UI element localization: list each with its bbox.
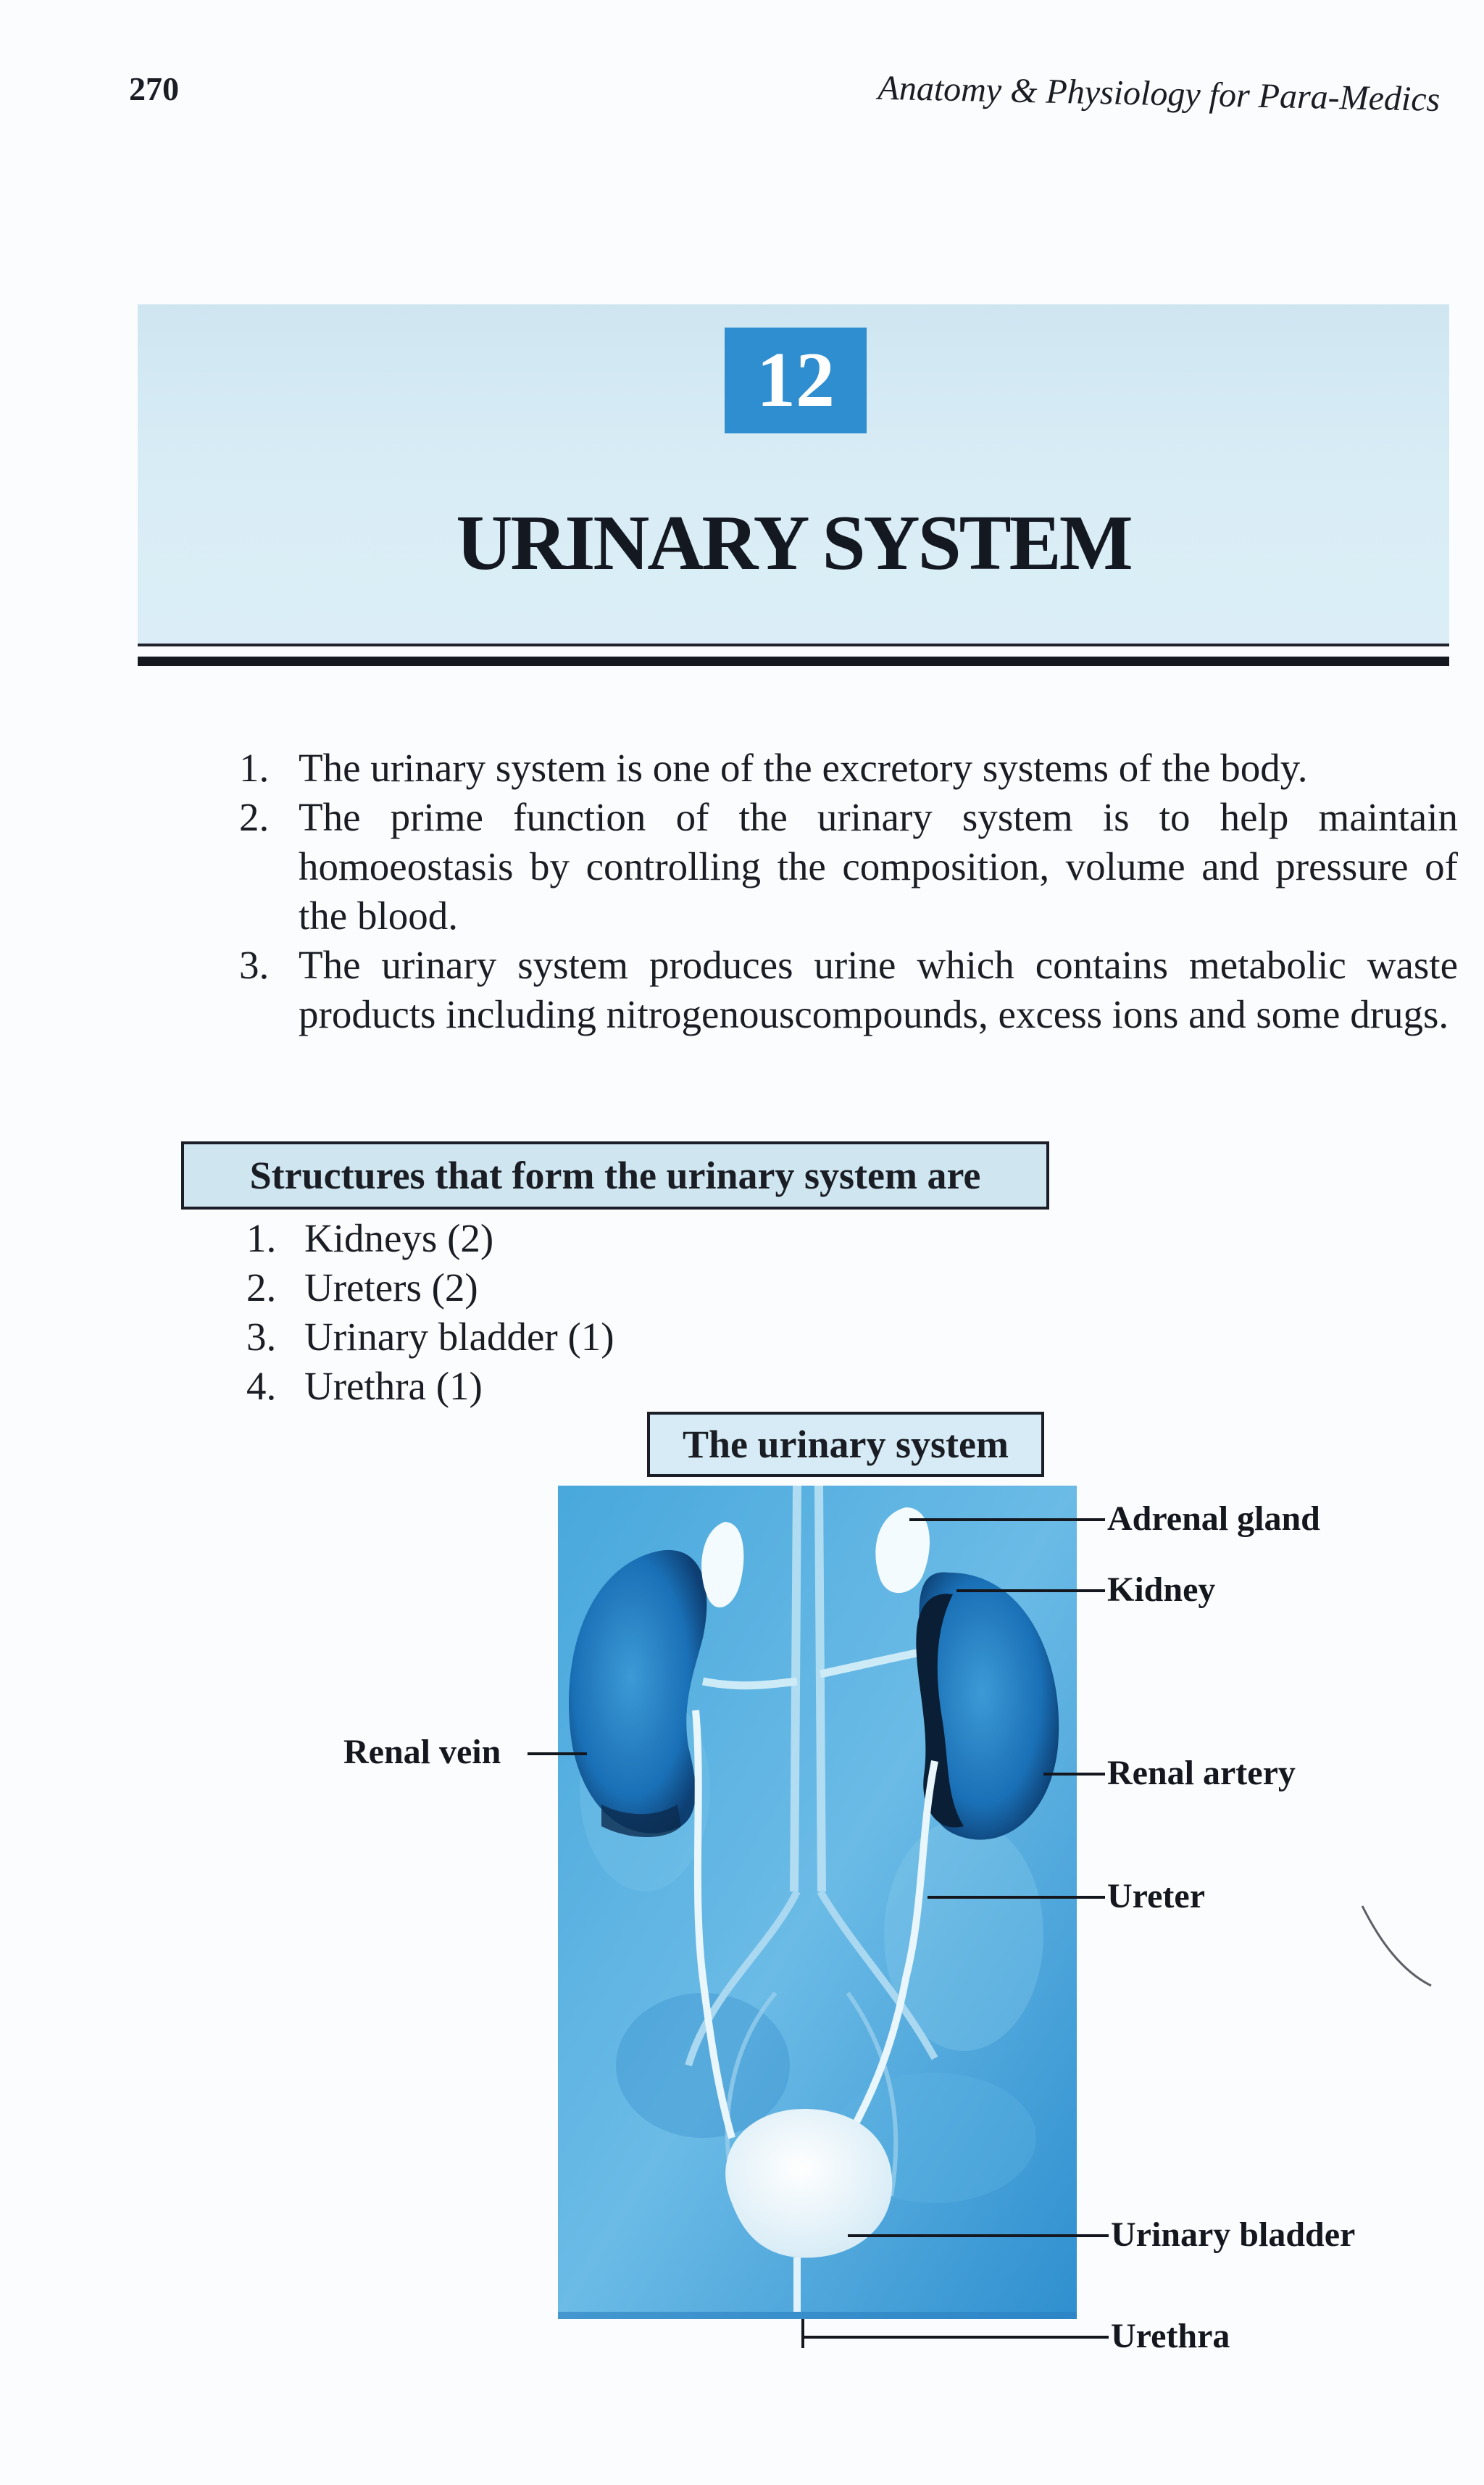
label-adrenal-gland: Adrenal gland [1107,1499,1320,1538]
intro-points-list: 1. The urinary system is one of the excr… [239,744,1458,1039]
urinary-system-illustration [558,1486,1077,2319]
list-item-number: 3. [246,1315,277,1359]
list-item: 3. Urinary bladder (1) [246,1312,614,1362]
label-renal-vein: Renal vein [343,1733,501,1771]
banner-divider-thick [138,657,1449,666]
label-urinary-bladder: Urinary bladder [1111,2215,1356,2254]
list-item-number: 1. [246,1216,277,1260]
structures-heading: Structures that form the urinary system … [181,1141,1049,1210]
aorta [790,1486,826,1892]
page-number: 270 [129,70,179,107]
kidney-right [919,1572,1059,1840]
list-item-text: Urinary bladder (1) [304,1315,614,1359]
figure-caption: The urinary system [647,1412,1044,1477]
list-item-text: Urethra (1) [304,1364,483,1408]
banner-divider-thin [138,644,1449,646]
urinary-bladder [725,2109,893,2258]
chapter-title: URINARY SYSTEM [456,500,1133,586]
ureter-right [844,1760,938,2140]
label-urethra: Urethra [1111,2317,1230,2355]
adrenal-gland-right [875,1507,930,1594]
list-item-text: The urinary system is one of the excreto… [299,746,1308,790]
list-item-text: Kidneys (2) [304,1216,494,1260]
kidney-left [569,1549,707,1833]
ureter-left [692,1710,735,2139]
list-item-text: The prime function of the urinary system… [299,795,1458,938]
list-item-number: 2. [239,795,270,839]
list-item-text: The urinary system produces urine which … [299,943,1458,1036]
list-item: 2. The prime function of the urinary sys… [239,793,1458,941]
adrenal-gland-left [701,1522,744,1608]
renal-vessels-right [819,1648,922,1678]
list-item-number: 3. [239,943,270,987]
list-item-number: 4. [246,1364,277,1408]
list-item-number: 1. [239,746,270,790]
running-title: Anatomy & Physiology for Para-Medics [878,68,1441,119]
list-item-number: 2. [246,1265,277,1310]
renal-hilum-dark [916,1594,964,1828]
label-ureter: Ureter [1107,1877,1205,1915]
label-renal-artery: Renal artery [1107,1754,1296,1792]
renal-vessels-left [701,1677,798,1690]
label-kidney: Kidney [1107,1570,1216,1609]
list-item: 1. The urinary system is one of the excr… [239,744,1458,793]
list-item: 3. The urinary system produces urine whi… [239,941,1458,1039]
list-item: 4. Urethra (1) [246,1362,614,1411]
iliac-vessels [685,1889,938,2067]
structures-list: 1. Kidneys (2) 2. Ureters (2) 3. Urinary… [246,1214,614,1411]
list-item-text: Ureters (2) [304,1265,478,1310]
chapter-number-badge: 12 [725,328,867,433]
list-item: 1. Kidneys (2) [246,1214,614,1263]
list-item: 2. Ureters (2) [246,1263,614,1312]
